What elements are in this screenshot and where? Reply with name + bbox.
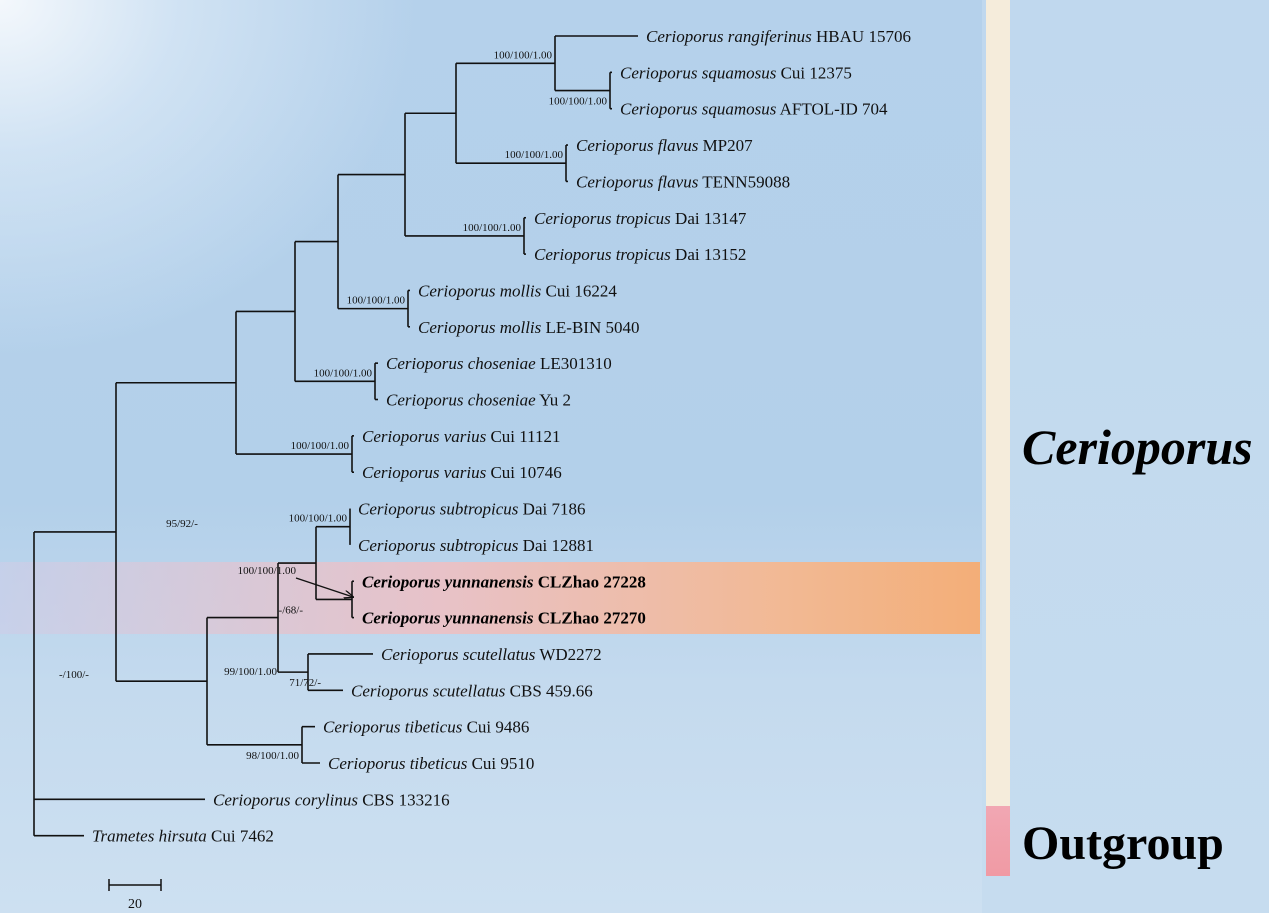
taxon-strain: TENN59088 [698,172,790,191]
taxon-binomial: Cerioporus tibeticus [323,718,463,737]
taxon-binomial: Trametes hirsuta [92,827,207,846]
support-value-c14: 99/100/1.00 [224,666,277,678]
support-value-c1: 95/92/- [166,518,198,530]
taxon-strain: LE-BIN 5040 [541,318,639,337]
taxon-label-t14: Cerioporus subtropicus Dai 7186 [358,500,585,519]
taxon-strain: LE301310 [536,354,612,373]
taxon-label-t3: Cerioporus squamosus AFTOL-ID 704 [620,100,888,119]
taxon-label-t13: Cerioporus varius Cui 10746 [362,463,562,482]
ingroup-bar [986,0,1010,806]
taxon-strain: WD2272 [535,645,601,664]
support-value-c20: 98/100/1.00 [246,750,299,762]
taxon-binomial: Cerioporus mollis [418,281,542,300]
taxon-strain: Yu 2 [536,391,571,410]
taxon-label-t17: Cerioporus yunnanensis CLZhao 27270 [362,609,646,628]
taxon-strain: CBS 133216 [358,790,450,809]
taxon-strain: AFTOL-ID 704 [776,100,888,119]
tree-svg: -/100/- 95/92/- 100/100/1.00 100/100/1.00 10… [33,27,911,912]
taxon-label-t4: Cerioporus flavus MP207 [576,136,753,155]
taxon-binomial: Cerioporus mollis [418,318,542,337]
taxon-strain: Dai 12881 [518,536,594,555]
taxon-binomial: Cerioporus tropicus [534,209,671,228]
taxon-binomial: Cerioporus choseniae [386,391,536,410]
taxon-label-t19: Cerioporus scutellatus CBS 459.66 [351,681,593,700]
support-value-c12: 100/100/1.00 [314,367,373,379]
tree-annotations: 20 [108,577,353,912]
taxon-strain: Cui 12375 [776,63,852,82]
support-value-c10: 100/100/1.00 [463,222,522,234]
outgroup-bar [986,806,1010,876]
taxon-label-t8: Cerioporus mollis Cui 16224 [418,281,617,300]
taxon-binomial: Cerioporus varius [362,427,487,446]
support-value-c7: 100/100/1.00 [494,49,553,61]
taxon-label-t18: Cerioporus scutellatus WD2272 [381,645,602,664]
taxon-label-t6: Cerioporus tropicus Dai 13147 [534,209,747,228]
taxon-strain: Dai 7186 [518,500,585,519]
taxon-label-t12: Cerioporus varius Cui 11121 [362,427,561,446]
taxon-strain: Cui 16224 [541,281,617,300]
scale-bar-label: 20 [128,897,142,912]
taxon-binomial: Cerioporus squamosus [620,63,777,82]
taxon-binomial: Cerioporus yunnanensis [362,609,534,628]
taxon-label-t5: Cerioporus flavus TENN59088 [576,172,790,191]
taxon-strain: Dai 13152 [671,245,747,264]
support-value-c15: -/68/- [279,605,304,617]
taxon-binomial: Cerioporus tibeticus [328,754,468,773]
background-glow [0,0,420,360]
support-value-c8: 100/100/1.00 [549,96,608,108]
taxon-binomial: Cerioporus corylinus [213,790,358,809]
taxon-strain: Cui 9486 [462,718,529,737]
tree-branches [33,35,638,837]
taxon-strain: CBS 459.66 [505,681,592,700]
support-value-c13: 100/100/1.00 [291,440,350,452]
taxon-label-t23: Trametes hirsuta Cui 7462 [92,827,274,846]
taxon-strain: HBAU 15706 [812,27,911,46]
taxon-label-t16: Cerioporus yunnanensis CLZhao 27228 [362,572,646,591]
taxon-label-t9: Cerioporus mollis LE-BIN 5040 [418,318,640,337]
taxon-binomial: Cerioporus choseniae [386,354,536,373]
group-panel-background [982,0,1269,913]
support-value-c11: 100/100/1.00 [347,295,406,307]
taxon-binomial: Cerioporus flavus [576,136,699,155]
taxon-label-t20: Cerioporus tibeticus Cui 9486 [323,718,529,737]
taxon-binomial: Cerioporus rangiferinus [646,27,812,46]
taxon-strain: Cui 7462 [207,827,274,846]
support-value-c9: 100/100/1.00 [505,149,564,161]
taxon-binomial: Cerioporus subtropicus [358,500,519,519]
taxon-binomial: Cerioporus squamosus [620,100,777,119]
taxon-label-t11: Cerioporus choseniae Yu 2 [386,391,571,410]
taxon-binomial: Cerioporus scutellatus [381,645,536,664]
taxon-binomial: Cerioporus flavus [576,172,699,191]
taxon-label-t22: Cerioporus corylinus CBS 133216 [213,790,450,809]
taxon-label-t21: Cerioporus tibeticus Cui 9510 [328,754,534,773]
taxon-strain: Dai 13147 [671,209,747,228]
yunnanensis-pointer-arrow [295,577,353,597]
new-species-highlight-band [0,562,980,634]
support-value-c17: 100/100/1.00 [289,513,348,525]
taxon-binomial: Cerioporus varius [362,463,487,482]
taxon-binomial: Cerioporus scutellatus [351,681,506,700]
taxon-strain: MP207 [698,136,753,155]
taxon-label-t2: Cerioporus squamosus Cui 12375 [620,63,852,82]
taxon-label-t1: Cerioporus rangiferinus HBAU 15706 [646,27,911,46]
support-value-c18: 100/100/1.00 [238,565,297,577]
taxon-binomial: Cerioporus subtropicus [358,536,519,555]
taxon-strain: CLZhao 27270 [533,609,645,628]
taxon-label-t10: Cerioporus choseniae LE301310 [386,354,612,373]
taxon-binomial: Cerioporus tropicus [534,245,671,264]
taxon-label-t15: Cerioporus subtropicus Dai 12881 [358,536,594,555]
taxon-labels: Cerioporus rangiferinus HBAU 15706Ceriop… [92,27,911,846]
support-value-c19: 71/72/- [289,677,321,689]
taxon-binomial: Cerioporus yunnanensis [362,572,534,591]
support-values: -/100/- 95/92/- 100/100/1.00 100/100/1.00 10… [59,49,607,762]
taxon-strain: Cui 10746 [486,463,562,482]
support-value-root: -/100/- [59,669,89,681]
taxon-strain: CLZhao 27228 [533,572,645,591]
outgroup-label: Outgroup [1022,817,1224,870]
taxon-strain: Cui 11121 [486,427,560,446]
ingroup-label: Cerioporus [1022,419,1253,475]
taxon-label-t7: Cerioporus tropicus Dai 13152 [534,245,746,264]
taxon-strain: Cui 9510 [467,754,534,773]
